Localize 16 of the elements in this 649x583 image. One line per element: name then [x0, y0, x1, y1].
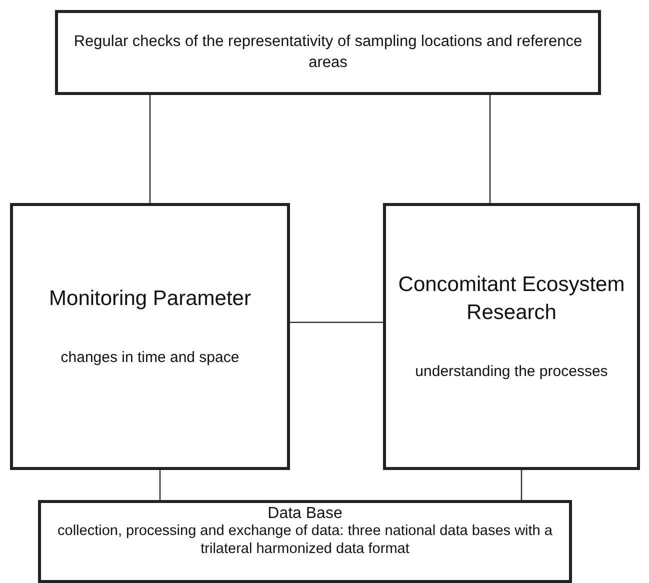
- process-box: [383, 203, 640, 470]
- connector-line: [520, 470, 522, 500]
- box-description: collection, processing and exchange of data: three national data bases with a trilateral harmonized data format: [56, 523, 554, 558]
- box-text: Regular checks of the representativity of sampling locations and reference areas: [72, 32, 584, 72]
- box-heading: Monitoring Parameter: [49, 286, 251, 312]
- connector-line: [159, 470, 161, 500]
- process-box: [55, 10, 601, 95]
- connector-line: [149, 95, 151, 203]
- box-heading: Concomitant Ecosystem Research: [397, 272, 626, 326]
- connector-line: [489, 95, 491, 203]
- process-box: [10, 203, 290, 470]
- box-description: changes in time and space: [60, 348, 240, 368]
- box-description: understanding the processes: [415, 362, 608, 382]
- box-heading: Data Base: [268, 504, 342, 524]
- connector-line: [290, 322, 383, 323]
- process-box: [38, 500, 572, 583]
